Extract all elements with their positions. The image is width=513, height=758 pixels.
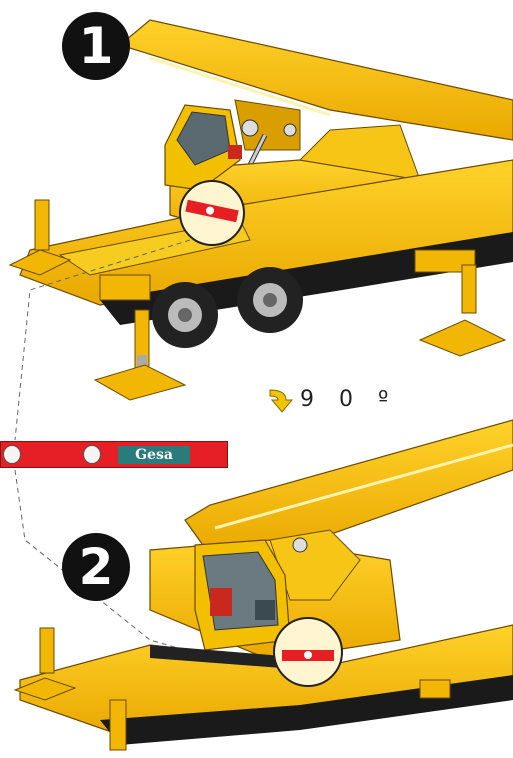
step-2-badge: 2: [62, 533, 130, 601]
level-brand-label: Gesa: [118, 446, 190, 464]
rotation-indicator: 9 0 º: [266, 384, 397, 414]
rotation-label: 9 0 º: [300, 387, 397, 412]
level-magnifier-top: [180, 181, 244, 245]
level-vial-end: [3, 445, 21, 464]
step-1-badge: 1: [62, 12, 130, 80]
level-vial-center: [83, 445, 101, 464]
spirit-level: Gesa: [0, 441, 228, 468]
bent-arrow-icon: [266, 384, 296, 414]
level-magnifier-bottom: [274, 618, 342, 686]
